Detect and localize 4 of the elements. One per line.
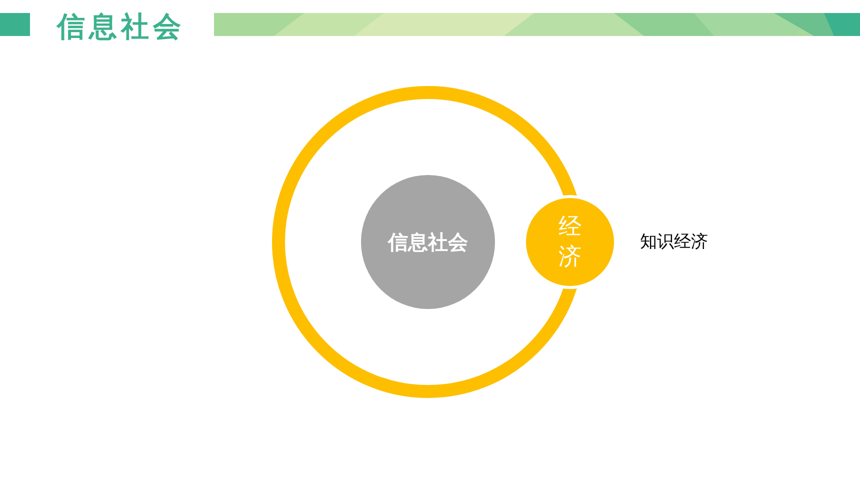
center-circle: 信息社会 bbox=[361, 175, 495, 309]
title: 信息社会 bbox=[57, 9, 185, 45]
side-label: 知识经济 bbox=[640, 231, 708, 253]
keyword-circle: 经济 bbox=[523, 195, 617, 289]
